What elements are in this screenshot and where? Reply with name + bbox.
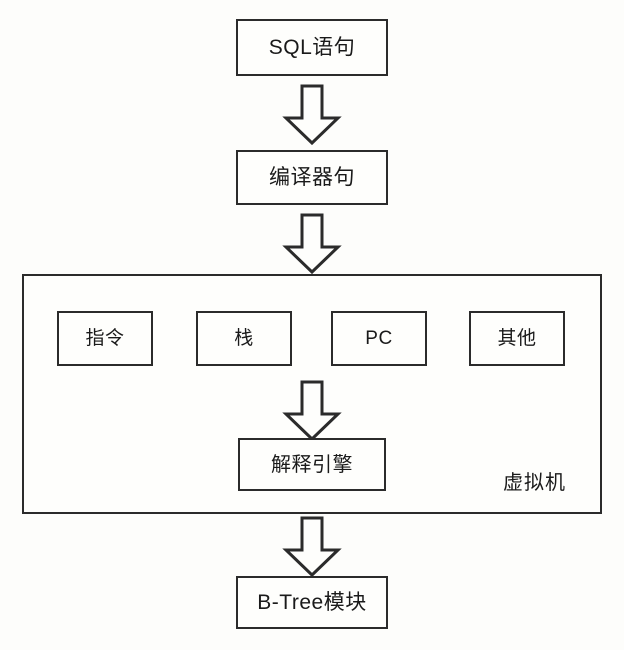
node-sql-statement[interactable]: SQL语句	[236, 19, 388, 76]
node-btree-module[interactable]: B-Tree模块	[236, 576, 388, 629]
node-other[interactable]: 其他	[469, 311, 565, 366]
node-program-counter-label: PC	[365, 328, 393, 349]
node-interpreter-engine[interactable]: 解释引擎	[238, 438, 386, 491]
block-arrow-down-icon	[281, 516, 343, 578]
node-instruction[interactable]: 指令	[57, 311, 153, 366]
node-stack-label: 栈	[234, 328, 254, 349]
block-arrow-down-icon	[281, 380, 343, 442]
node-virtual-machine-caption: 虚拟机	[503, 472, 566, 494]
node-interpreter-engine-label: 解释引擎	[271, 453, 353, 476]
node-instruction-label: 指令	[85, 328, 125, 349]
node-program-counter[interactable]: PC	[331, 311, 427, 366]
node-stack[interactable]: 栈	[196, 311, 292, 366]
node-btree-module-label: B-Tree模块	[257, 591, 367, 614]
node-compiler-label: 编译器句	[269, 166, 355, 189]
node-compiler[interactable]: 编译器句	[236, 150, 388, 205]
block-arrow-down-icon	[281, 213, 343, 275]
block-arrow-down-icon	[281, 84, 343, 146]
node-other-label: 其他	[497, 328, 537, 349]
node-sql-statement-label: SQL语句	[268, 36, 356, 59]
